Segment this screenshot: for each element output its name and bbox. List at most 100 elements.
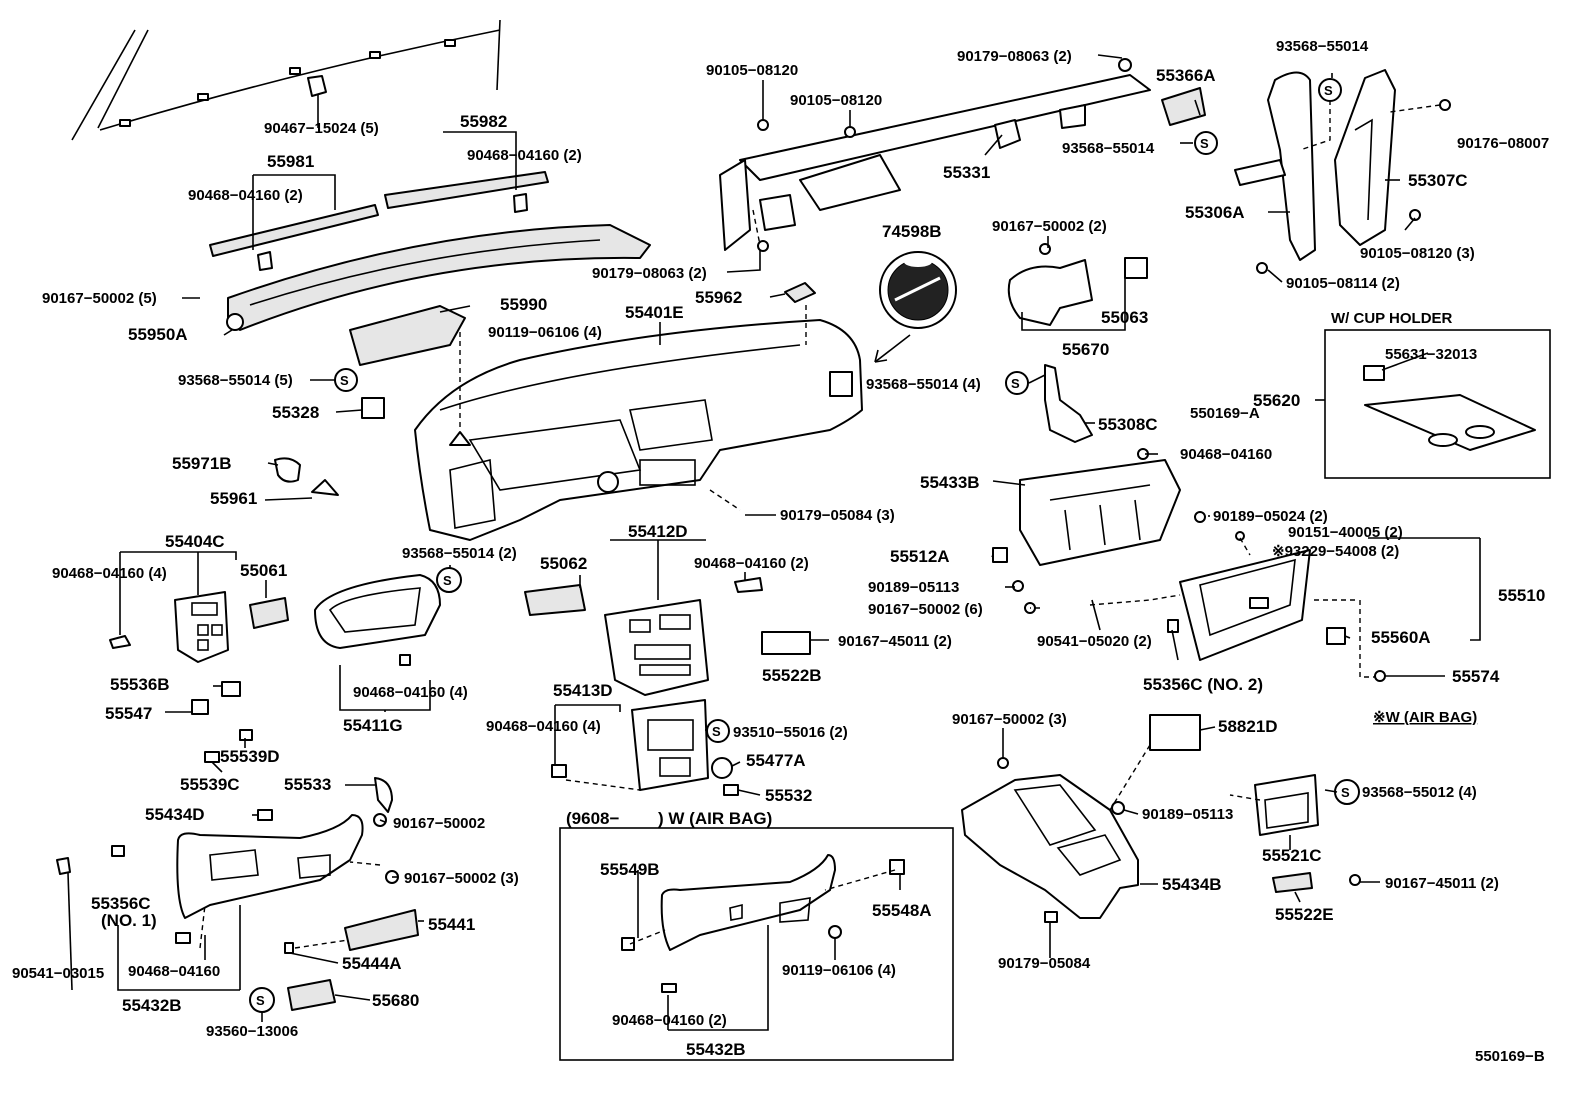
label-55401E: 55401E bbox=[625, 303, 684, 322]
label-90167-50002-a: 90167−50002 bbox=[393, 815, 485, 832]
label-90468-04160-4a: 90468−04160 (4) bbox=[52, 565, 167, 582]
label-55539D: 55539D bbox=[220, 747, 280, 766]
label-55522E: 55522E bbox=[1275, 905, 1334, 924]
label-90167-50002-3a: 90167−50002 (3) bbox=[404, 870, 519, 887]
label-55962: 55962 bbox=[695, 288, 742, 307]
label-55670: 55670 bbox=[1062, 340, 1109, 359]
bracket-55366A bbox=[1161, 87, 1206, 126]
part-55522B bbox=[761, 631, 811, 655]
label-55433B: 55433B bbox=[920, 473, 980, 492]
label-93568-55012-4: 93568−55012 (4) bbox=[1362, 784, 1477, 801]
bracket-55308C bbox=[1044, 364, 1093, 443]
panel-55990 bbox=[349, 305, 466, 366]
label-93568-55014-4: 93568−55014 (4) bbox=[866, 376, 981, 393]
label-93510-55016-2: 93510−55016 (2) bbox=[733, 724, 848, 741]
label-55366A: 55366A bbox=[1156, 66, 1216, 85]
part-55962 bbox=[784, 282, 816, 303]
label-55522B: 55522B bbox=[762, 666, 822, 685]
label-55441: 55441 bbox=[428, 915, 475, 934]
label-55521C: 55521C bbox=[1262, 846, 1322, 865]
instrument-panel-55401E bbox=[414, 319, 863, 541]
inset-title-start: (9608− bbox=[566, 809, 619, 828]
defroster-duct-55950A bbox=[226, 224, 651, 331]
label-90105-08120-3: 90105−08120 (3) bbox=[1360, 245, 1475, 262]
label-90468-04160-c: 90468−04160 bbox=[1180, 446, 1272, 463]
label-55510: 55510 bbox=[1498, 586, 1545, 605]
airbag-inset bbox=[559, 827, 954, 1061]
emblem-74598B bbox=[874, 251, 957, 363]
label-55444A: 55444A bbox=[342, 954, 402, 973]
switch-base-55404C bbox=[109, 591, 229, 663]
part-55532 bbox=[723, 784, 739, 796]
label-90179-05084-3: 90179−05084 (3) bbox=[780, 507, 895, 524]
label-90167-50002-6: 90167−50002 (6) bbox=[868, 601, 983, 618]
label-55477A: 55477A bbox=[746, 751, 806, 770]
label-90176-08007: 90176−08007 bbox=[1457, 135, 1549, 152]
label-93229-54008-2: ※93229−54008 (2) bbox=[1272, 543, 1399, 560]
lower-panel-55432B-left bbox=[56, 777, 399, 944]
label-90468-04160-2d: 90468−04160 (2) bbox=[612, 1012, 727, 1029]
s-marks: S S S S S bbox=[334, 78, 1342, 743]
label-55432B-b: 55432B bbox=[686, 1040, 746, 1059]
label-90541-03015: 90541−03015 bbox=[12, 965, 104, 982]
label-55356C-no1-b: (NO. 1) bbox=[101, 911, 157, 930]
defroster-nozzle-55981 bbox=[209, 204, 379, 271]
label-90179-08063-b: 90179−08063 (2) bbox=[592, 265, 707, 282]
label-55547: 55547 bbox=[105, 704, 152, 723]
label-90105-08120-a: 90105−08120 bbox=[706, 62, 798, 79]
label-90167-45011-2a: 90167−45011 (2) bbox=[838, 633, 952, 650]
svg-text:S: S bbox=[712, 724, 721, 739]
label-55620: 55620 bbox=[1253, 391, 1300, 410]
label-90105-08114-2: 90105−08114 (2) bbox=[1286, 275, 1400, 292]
brace-55306A bbox=[1234, 71, 1316, 274]
label-93560-13006: 93560−13006 bbox=[206, 1023, 298, 1040]
label-55434D: 55434D bbox=[145, 805, 205, 824]
panel-55413D bbox=[551, 699, 709, 791]
center-cluster-55412D bbox=[524, 577, 763, 696]
glove-box-housing-55433B bbox=[992, 448, 1206, 614]
inset-title-end: ) W (AIR BAG) bbox=[658, 809, 772, 828]
label-90167-50002-5: 90167−50002 (5) bbox=[42, 290, 157, 307]
label-90541-05020-2: 90541−05020 (2) bbox=[1037, 633, 1152, 650]
label-90467-15024: 90467−15024 (5) bbox=[264, 120, 379, 137]
label-93568-55014-5: 93568−55014 (5) bbox=[178, 372, 293, 389]
label-93568-55014-2: 93568−55014 (2) bbox=[402, 545, 517, 562]
label-55063: 55063 bbox=[1101, 308, 1148, 327]
label-55308C: 55308C bbox=[1098, 415, 1158, 434]
label-55412D: 55412D bbox=[628, 522, 688, 541]
label-58821D: 58821D bbox=[1218, 717, 1278, 736]
label-90179-08063-a: 90179−08063 (2) bbox=[957, 48, 1072, 65]
label-90167-45011-2b: 90167−45011 (2) bbox=[1385, 875, 1499, 892]
svg-text:S: S bbox=[1341, 785, 1350, 800]
label-90468-04160-4c: 90468−04160 (4) bbox=[486, 718, 601, 735]
label-90189-05113-a: 90189−05113 bbox=[868, 579, 959, 596]
label-55950A: 55950A bbox=[128, 325, 188, 344]
label-55981: 55981 bbox=[267, 152, 314, 171]
duct-55670 bbox=[1007, 243, 1148, 326]
switches-55536B-55547 bbox=[191, 681, 253, 763]
diagram-id: 550169−B bbox=[1475, 1048, 1545, 1065]
label-55328: 55328 bbox=[272, 403, 319, 422]
label-90105-08120-b: 90105−08120 bbox=[790, 92, 882, 109]
label-55548A: 55548A bbox=[872, 901, 932, 920]
label-55306A: 55306A bbox=[1185, 203, 1245, 222]
glove-box-door-55510 bbox=[1167, 531, 1386, 682]
label-90189-05113-b: 90189−05113 bbox=[1142, 806, 1233, 823]
label-55539C: 55539C bbox=[180, 775, 240, 794]
cup-holder-inset bbox=[1324, 329, 1551, 479]
label-55631-32013: 55631−32013 bbox=[1385, 346, 1477, 363]
label-90189-05024-2: 90189−05024 (2) bbox=[1213, 508, 1328, 525]
part-55477A bbox=[711, 757, 733, 779]
parts-55521C-55522E: S bbox=[1254, 774, 1361, 893]
label-55971B: 55971B bbox=[172, 454, 232, 473]
svg-text:S: S bbox=[443, 573, 452, 588]
label-55411G: 55411G bbox=[343, 716, 403, 735]
label-90167-50002-2: 90167−50002 (2) bbox=[992, 218, 1107, 235]
label-55532: 55532 bbox=[765, 786, 812, 805]
part-labels: 90467−15024 (5) 55982 90468−04160 (2) 55… bbox=[12, 38, 1549, 1065]
label-55404C: 55404C bbox=[165, 532, 225, 551]
label-90119-06106-a: 90119−06106 (4) bbox=[488, 324, 602, 341]
label-55356C-no1-a: 55356C bbox=[91, 894, 151, 913]
vent-55061 bbox=[249, 597, 289, 629]
label-90119-06106-b: 90119−06106 (4) bbox=[782, 962, 896, 979]
